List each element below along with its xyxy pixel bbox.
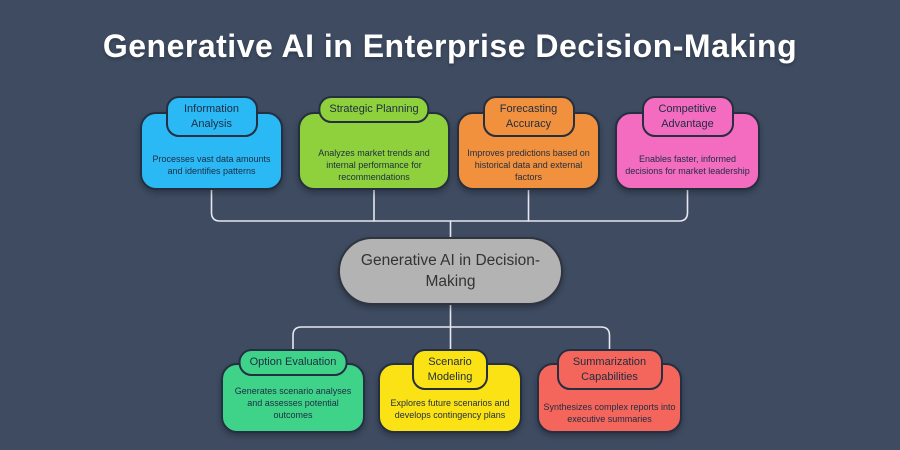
node-strategic-planning: Analyzes market trends and internal perf… xyxy=(298,96,450,190)
node-forecasting-accuracy: Improves predictions based on historical… xyxy=(457,96,600,190)
node-option-evaluation: Generates scenario analyses and assesses… xyxy=(221,349,365,433)
bottom-tree-line xyxy=(292,326,611,353)
node-description: Improves predictions based on historical… xyxy=(467,148,590,182)
node-center: Generative AI in Decision-Making xyxy=(338,237,563,305)
node-title-tab: Forecasting Accuracy xyxy=(482,96,575,137)
node-description: Generates scenario analyses and assesses… xyxy=(234,386,352,420)
node-title-tab: Scenario Modeling xyxy=(412,349,488,390)
node-description: Synthesizes complex reports into executi… xyxy=(543,402,676,424)
node-description: Analyzes market trends and internal perf… xyxy=(318,148,430,182)
node-title-tab: Option Evaluation xyxy=(238,349,348,376)
node-body-box: Improves predictions based on historical… xyxy=(457,112,600,190)
node-scenario-modeling: Explores future scenarios and develops c… xyxy=(378,349,522,433)
node-title-tab: Strategic Planning xyxy=(318,96,430,123)
node-title-tab: Competitive Advantage xyxy=(641,96,734,137)
top-tree-line xyxy=(210,184,689,222)
node-title-tab: Summarization Capabilities xyxy=(556,349,663,390)
node-competitive-advantage: Enables faster, informed decisions for m… xyxy=(615,96,760,190)
node-description: Processes vast data amounts and identifi… xyxy=(152,154,271,176)
node-description: Explores future scenarios and develops c… xyxy=(390,398,510,420)
node-description: Enables faster, informed decisions for m… xyxy=(625,154,750,176)
node-information-analysis: Processes vast data amounts and identifi… xyxy=(140,96,283,190)
page-title: Generative AI in Enterprise Decision-Mak… xyxy=(102,28,798,64)
node-title-tab: Information Analysis xyxy=(165,96,258,137)
node-body-box: Analyzes market trends and internal perf… xyxy=(298,112,450,190)
node-summarization-capabilities: Synthesizes complex reports into executi… xyxy=(537,349,682,433)
center-node-label: Generative AI in Decision-Making xyxy=(360,252,541,290)
